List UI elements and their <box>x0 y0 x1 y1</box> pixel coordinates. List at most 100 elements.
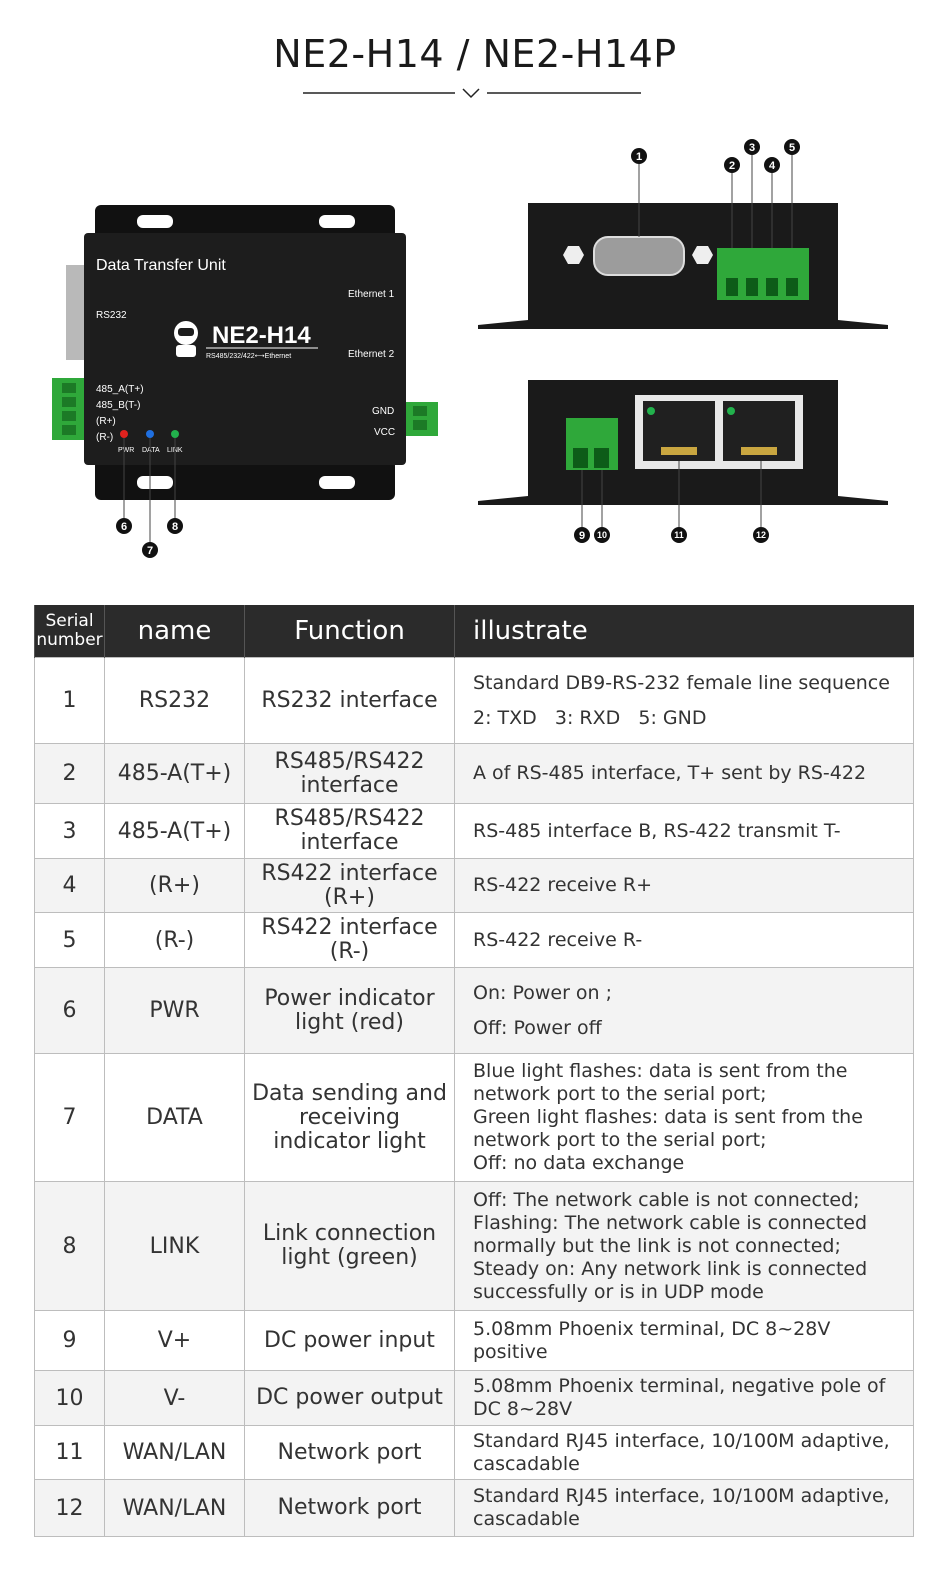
svg-text:9: 9 <box>579 530 585 542</box>
illustrate-line: Flashing: The network cable is connected… <box>473 1211 868 1257</box>
robot-logo-icon <box>174 321 198 357</box>
cell-serial-number: 9 <box>34 1310 105 1371</box>
callout-6: 6 <box>116 518 132 534</box>
label-r-minus: (R-) <box>96 432 113 443</box>
illustrate-line: Off: Power off <box>473 1016 602 1039</box>
cell-illustrate: RS-485 interface B, RS-422 transmit T- <box>454 803 914 859</box>
brand-subtitle: RS485/232/422⟷Ethernet <box>206 353 291 360</box>
callout-10: 10 <box>594 527 610 543</box>
cell-serial-number: 1 <box>34 657 105 744</box>
cell-name: 485-A(T+) <box>104 803 245 859</box>
callout-5: 5 <box>784 139 800 155</box>
cell-function: RS422 interface (R+) <box>244 858 455 913</box>
cell-function: Data sending and receiving indicator lig… <box>244 1053 455 1182</box>
illustrate-line: 2: TXD 3: RXD 5: GND <box>473 706 707 729</box>
device-front-view: Data Transfer Unit RS232 Ethernet 1 Ethe… <box>52 205 438 543</box>
callout-7: 7 <box>142 542 158 558</box>
cell-illustrate: Blue light flashes: data is sent from th… <box>454 1053 914 1182</box>
cell-name: V+ <box>104 1310 245 1371</box>
spec-table: Serial number name Function illustrate 1… <box>34 605 914 1537</box>
callout-2: 2 <box>724 157 740 173</box>
header-illustrate: illustrate <box>454 605 914 658</box>
label-485-a: 485_A(T+) <box>96 384 144 395</box>
cell-name: (R+) <box>104 858 245 913</box>
illustrate-line: RS-422 receive R+ <box>473 874 653 896</box>
cell-function: Link connection light (green) <box>244 1181 455 1311</box>
svg-text:7: 7 <box>147 545 153 557</box>
cell-function: RS485/RS422 interface <box>244 803 455 859</box>
callout-1: 1 <box>631 148 647 164</box>
svg-text:4: 4 <box>769 160 776 172</box>
cell-function: RS232 interface <box>244 657 455 744</box>
cell-illustrate: A of RS-485 interface, T+ sent by RS-422 <box>454 743 914 804</box>
table-header-row: Serial number name Function illustrate <box>34 605 914 658</box>
cell-illustrate: Off: The network cable is not connected;… <box>454 1181 914 1311</box>
header-name: name <box>104 605 245 658</box>
header-serial-number: Serial number <box>34 605 105 658</box>
illustrate-line: RS-422 receive R- <box>473 928 643 951</box>
svg-text:3: 3 <box>749 142 755 154</box>
cell-function: RS422 interface (R-) <box>244 912 455 968</box>
illustrate-line: On: Power on ; <box>473 981 613 1004</box>
svg-text:5: 5 <box>789 142 795 154</box>
cell-serial-number: 10 <box>34 1370 105 1426</box>
pwr-led <box>120 430 128 438</box>
label-485-b: 485_B(T-) <box>96 400 140 411</box>
illustrate-line: Off: The network cable is not connected; <box>473 1188 860 1211</box>
illustrate-line: A of RS-485 interface, T+ sent by RS-422 <box>473 762 867 784</box>
device-network-side-view <box>478 380 888 527</box>
svg-text:6: 6 <box>121 521 127 533</box>
cell-function: DC power output <box>244 1370 455 1426</box>
device-rear-view <box>478 155 888 329</box>
cell-illustrate: Standard DB9-RS-232 female line sequence… <box>454 657 914 744</box>
cell-name: PWR <box>104 967 245 1054</box>
page-title: NE2-H14 / NE2-H14P <box>273 32 677 76</box>
callout-8: 8 <box>167 518 183 534</box>
cell-serial-number: 6 <box>34 967 105 1054</box>
cell-name: WAN/LAN <box>104 1425 245 1480</box>
cell-name: LINK <box>104 1181 245 1311</box>
illustrate-line: 5.08mm Phoenix terminal, DC 8~28V positi… <box>473 1317 831 1363</box>
title-divider <box>303 88 641 99</box>
cell-illustrate: RS-422 receive R- <box>454 912 914 968</box>
device-figures: Data Transfer Unit RS232 Ethernet 1 Ethe… <box>52 139 888 558</box>
header-function: Function <box>244 605 455 658</box>
cell-illustrate: RS-422 receive R+ <box>454 858 914 913</box>
brand-name: NE2-H14 <box>212 322 311 349</box>
label-ethernet-2: Ethernet 2 <box>348 349 395 360</box>
cell-illustrate: 5.08mm Phoenix terminal, DC 8~28V positi… <box>454 1310 914 1371</box>
svg-text:8: 8 <box>172 521 178 533</box>
cell-serial-number: 5 <box>34 912 105 968</box>
cell-name: DATA <box>104 1053 245 1182</box>
label-vcc: VCC <box>374 427 395 438</box>
label-pwr: PWR <box>118 447 134 454</box>
illustrate-line: Blue light flashes: data is sent from th… <box>473 1060 848 1105</box>
cell-serial-number: 7 <box>34 1053 105 1182</box>
cell-name: 485-A(T+) <box>104 743 245 804</box>
illustrate-line: Off: no data exchange <box>473 1152 685 1174</box>
callout-12: 12 <box>753 527 769 543</box>
cell-name: WAN/LAN <box>104 1479 245 1537</box>
callout-11: 11 <box>671 527 687 543</box>
cell-name: RS232 <box>104 657 245 744</box>
label-r-plus: (R+) <box>96 416 116 427</box>
cell-function: RS485/RS422 interface <box>244 743 455 804</box>
label-rs232: RS232 <box>96 310 127 321</box>
illustrate-line: Standard DB9-RS-232 female line sequence <box>473 671 890 694</box>
cell-serial-number: 11 <box>34 1425 105 1480</box>
label-gnd: GND <box>372 406 394 417</box>
cell-illustrate: On: Power on ; Off: Power off <box>454 967 914 1054</box>
cell-function: Network port <box>244 1479 455 1537</box>
illustrate-line: 5.08mm Phoenix terminal, negative pole o… <box>473 1375 886 1420</box>
illustrate-line: Standard RJ45 interface, 10/100M adaptiv… <box>473 1429 890 1475</box>
label-data-transfer-unit: Data Transfer Unit <box>96 257 226 274</box>
cell-serial-number: 3 <box>34 803 105 859</box>
